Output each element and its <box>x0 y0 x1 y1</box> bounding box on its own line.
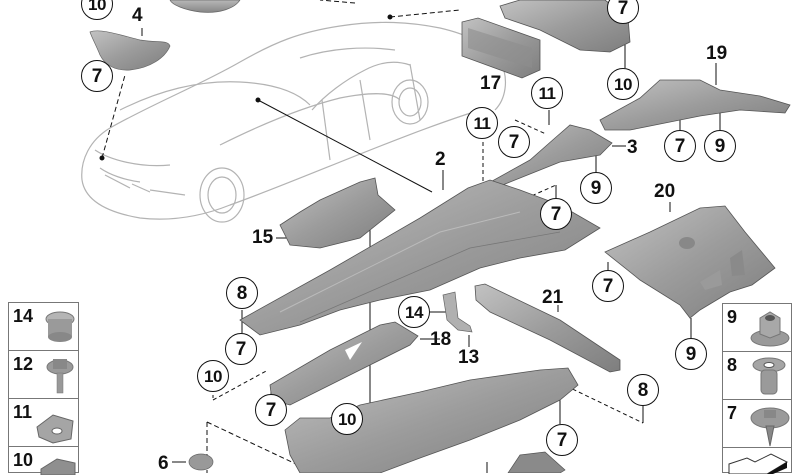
callout-4: 4 <box>132 5 143 26</box>
legend-item-foam <box>723 448 791 474</box>
callout-8: 8 <box>627 374 659 406</box>
callout-7: 7 <box>498 126 530 158</box>
expanding-nut-icon <box>752 357 786 395</box>
screw-washer-icon <box>750 407 790 447</box>
callout-7: 7 <box>664 130 696 162</box>
part-3 <box>484 124 613 191</box>
part-18 <box>269 321 419 406</box>
part-20 <box>604 205 776 319</box>
callout-7: 7 <box>81 60 113 92</box>
callout-7: 7 <box>225 333 257 365</box>
callout-11: 11 <box>531 77 563 109</box>
foam-strip-icon <box>728 453 789 474</box>
callout-3: 3 <box>627 137 638 158</box>
callout-20: 20 <box>654 181 676 202</box>
callout-7: 7 <box>592 270 624 302</box>
callout-8: 8 <box>226 277 258 309</box>
part-top-fragment <box>169 0 241 13</box>
legend-label: 12 <box>13 354 34 374</box>
callout-10: 10 <box>331 403 363 435</box>
callout-2: 2 <box>435 149 446 170</box>
car-outline <box>81 21 507 223</box>
legend-label: 8 <box>727 355 738 375</box>
callout-9: 9 <box>704 130 736 162</box>
callout-9: 9 <box>675 338 707 370</box>
part-19 <box>599 79 791 131</box>
part-21 <box>474 283 621 373</box>
callout-7: 7 <box>546 424 578 456</box>
legend-item-8: 8 <box>723 352 791 400</box>
legend-label: 14 <box>13 306 34 326</box>
fastener-legend-left: 14 12 11 10 <box>8 302 79 475</box>
hex-nut-icon <box>750 311 790 347</box>
bolt-icon <box>46 359 74 394</box>
legend-label: 7 <box>727 403 738 423</box>
part-15 <box>279 177 396 249</box>
legend-item-14: 14 <box>9 303 78 351</box>
part-top-right <box>499 0 631 53</box>
callout-14: 14 <box>398 296 430 328</box>
legend-label: 9 <box>727 307 738 327</box>
callout-13: 13 <box>458 347 480 368</box>
legend-label: 11 <box>13 402 33 422</box>
clip-nut-icon <box>40 458 76 475</box>
part-bottom-right <box>507 451 566 473</box>
part-14-bracket <box>442 291 473 333</box>
rivet-icon <box>45 311 75 342</box>
callout-10: 10 <box>197 360 229 392</box>
legend-item-11: 11 <box>9 399 78 447</box>
legend-item-7: 7 <box>723 400 791 448</box>
fastener-legend-right: 9 8 7 <box>722 303 792 474</box>
callout-18: 18 <box>430 329 452 350</box>
spring-clip-icon <box>36 414 74 444</box>
callout-17: 17 <box>480 73 502 94</box>
callout-7: 7 <box>255 394 287 426</box>
callout-6: 6 <box>158 453 169 474</box>
callout-7: 7 <box>540 198 572 230</box>
legend-item-12: 12 <box>9 351 78 399</box>
part-6 <box>188 453 214 471</box>
callout-9: 9 <box>580 172 612 204</box>
part-4 <box>89 30 171 71</box>
callout-10: 10 <box>607 68 639 100</box>
legend-label: 10 <box>13 450 34 470</box>
part-2 <box>239 179 601 336</box>
legend-item-9: 9 <box>723 304 791 352</box>
callout-21: 21 <box>542 287 564 308</box>
callout-11: 11 <box>466 107 498 139</box>
legend-item-10: 10 <box>9 447 78 475</box>
callout-15: 15 <box>252 227 274 248</box>
callout-19: 19 <box>706 43 728 64</box>
